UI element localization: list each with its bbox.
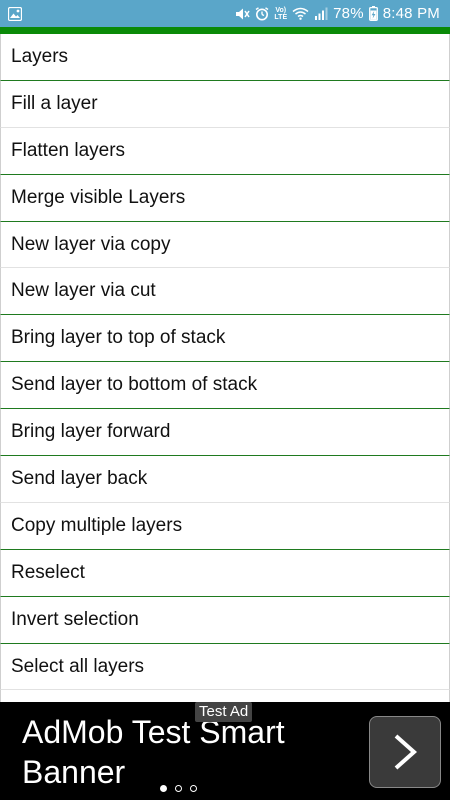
menu-item-label: Fill a layer (11, 92, 98, 114)
menu-item-label: Send layer back (11, 467, 148, 489)
menu-item-select-all-layers[interactable]: Select all layers (0, 643, 450, 691)
alarm-icon (255, 6, 269, 21)
page-dot (190, 785, 197, 792)
chevron-right-icon (390, 732, 420, 772)
page-dot (175, 785, 182, 792)
signal-icon (314, 7, 328, 20)
ad-banner[interactable]: AdMob Test Smart Banner Test Ad (0, 702, 450, 800)
menu-item-label: Bring layer forward (11, 421, 171, 443)
menu-item-label: Flatten layers (11, 139, 126, 161)
status-right: Vo) LTE 78% (235, 5, 440, 22)
battery-percent: 78% (333, 5, 364, 22)
menu-item-flatten-layers[interactable]: Flatten layers (0, 127, 450, 175)
network-type: Vo) LTE (274, 7, 287, 21)
network-lte-label: LTE (274, 13, 288, 21)
menu-item-reselect[interactable]: Reselect (0, 549, 450, 597)
menu-item-label: Reselect (11, 561, 85, 583)
menu-item-bring-layer-to-top[interactable]: Bring layer to top of stack (0, 315, 450, 363)
menu-item-bring-layer-forward[interactable]: Bring layer forward (0, 409, 450, 457)
status-bar: Vo) LTE 78% (0, 0, 450, 27)
menu-item-partial[interactable] (0, 690, 450, 702)
clock: 8:48 PM (382, 5, 440, 22)
page-dot-active (160, 785, 167, 792)
menu-item-send-layer-to-bottom[interactable]: Send layer to bottom of stack (0, 362, 450, 410)
menu-item-new-layer-via-copy[interactable]: New layer via copy (0, 221, 450, 269)
menu-item-layers[interactable]: Layers (0, 34, 450, 81)
menu-item-label: Merge visible Layers (11, 186, 186, 208)
wifi-icon (292, 7, 309, 20)
ad-page-indicator (160, 785, 197, 792)
ad-headline[interactable]: AdMob Test Smart Banner (22, 714, 285, 790)
menu-list[interactable]: Layers Fill a layer Flatten layers Merge… (0, 34, 450, 702)
menu-item-label: Invert selection (11, 608, 139, 630)
menu-item-label: Send layer to bottom of stack (11, 374, 258, 396)
battery-icon (368, 6, 378, 21)
menu-item-label: New layer via cut (11, 280, 156, 302)
test-ad-badge: Test Ad (195, 702, 253, 722)
status-left (8, 6, 22, 21)
menu-item-label: Copy multiple layers (11, 514, 183, 536)
ad-open-button[interactable] (369, 716, 441, 788)
menu-item-new-layer-via-cut[interactable]: New layer via cut (0, 268, 450, 316)
menu-item-fill-a-layer[interactable]: Fill a layer (0, 80, 450, 128)
menu-item-merge-visible-layers[interactable]: Merge visible Layers (0, 174, 450, 222)
menu-item-label: Bring layer to top of stack (11, 327, 226, 349)
menu-item-label: New layer via copy (11, 233, 171, 255)
mute-icon (235, 7, 251, 21)
menu-item-label: Layers (11, 45, 69, 67)
menu-item-send-layer-back[interactable]: Send layer back (0, 456, 450, 503)
accent-bar (0, 27, 450, 34)
menu-item-label: Select all layers (11, 655, 145, 677)
menu-item-copy-multiple-layers[interactable]: Copy multiple layers (0, 502, 450, 550)
menu-item-invert-selection[interactable]: Invert selection (0, 596, 450, 644)
network-top-label: Vo) (275, 6, 287, 14)
image-icon (8, 6, 22, 21)
